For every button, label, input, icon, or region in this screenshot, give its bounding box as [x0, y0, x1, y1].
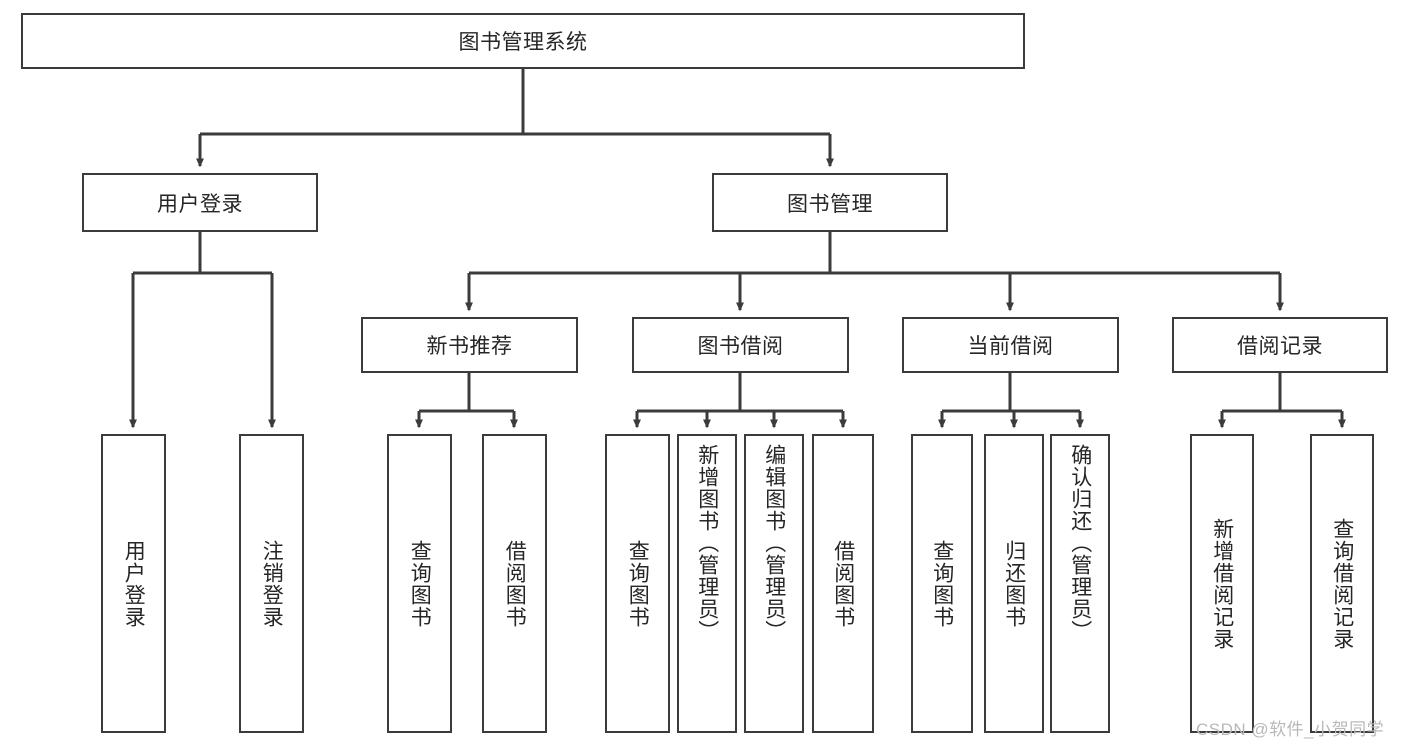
- node-user-login[interactable]: 用户登录: [82, 173, 318, 232]
- leaf-return-book[interactable]: 归还图书: [984, 434, 1044, 733]
- leaf-user-login-label: 用户登录: [122, 539, 146, 628]
- leaf-add-book-admin-label: 新增图书（管理员）: [695, 444, 719, 642]
- leaf-user-login[interactable]: 用户登录: [101, 434, 166, 733]
- node-book-borrow[interactable]: 图书借阅: [632, 317, 849, 373]
- leaf-query-book-current-label: 查询图书: [930, 539, 954, 628]
- leaf-borrow-book-recommend-label: 借阅图书: [503, 539, 527, 628]
- leaf-borrow-book-borrow-label: 借阅图书: [831, 539, 855, 628]
- leaf-query-book-borrow-label: 查询图书: [626, 539, 650, 628]
- leaf-add-borrow-record[interactable]: 新增借阅记录: [1190, 434, 1254, 733]
- node-new-book-recommend[interactable]: 新书推荐: [361, 317, 578, 373]
- leaf-query-book-recommend[interactable]: 查询图书: [387, 434, 452, 733]
- leaf-query-borrow-record[interactable]: 查询借阅记录: [1310, 434, 1374, 733]
- leaf-query-book-current[interactable]: 查询图书: [911, 434, 973, 733]
- leaf-add-borrow-record-label: 新增借阅记录: [1210, 517, 1234, 650]
- node-book-manage-label: 图书管理: [787, 192, 873, 216]
- node-user-login-label: 用户登录: [157, 192, 243, 216]
- node-borrow-record[interactable]: 借阅记录: [1172, 317, 1388, 373]
- leaf-logout[interactable]: 注销登录: [239, 434, 304, 733]
- node-current-borrow[interactable]: 当前借阅: [902, 317, 1119, 373]
- node-book-manage[interactable]: 图书管理: [712, 173, 948, 232]
- node-root[interactable]: 图书管理系统: [21, 13, 1025, 69]
- leaf-query-borrow-record-label: 查询借阅记录: [1330, 517, 1354, 650]
- leaf-return-book-label: 归还图书: [1002, 539, 1026, 628]
- leaf-query-book-recommend-label: 查询图书: [408, 539, 432, 628]
- leaf-query-book-borrow[interactable]: 查询图书: [605, 434, 670, 733]
- leaf-confirm-return-admin[interactable]: 确认归还（管理员）: [1050, 434, 1110, 733]
- node-book-borrow-label: 图书借阅: [697, 335, 784, 358]
- leaf-confirm-return-admin-label: 确认归还（管理员）: [1068, 444, 1092, 642]
- csdn-watermark: CSDN @软件_小贺同学: [1196, 720, 1385, 739]
- leaf-add-book-admin[interactable]: 新增图书（管理员）: [677, 434, 737, 733]
- node-new-book-recommend-label: 新书推荐: [426, 335, 513, 358]
- node-borrow-record-label: 借阅记录: [1237, 335, 1323, 358]
- node-root-label: 图书管理系统: [458, 31, 588, 54]
- node-current-borrow-label: 当前借阅: [967, 335, 1054, 358]
- leaf-borrow-book-recommend[interactable]: 借阅图书: [482, 434, 547, 733]
- leaf-edit-book-admin[interactable]: 编辑图书（管理员）: [744, 434, 804, 733]
- leaf-logout-label: 注销登录: [260, 539, 284, 628]
- leaf-borrow-book-borrow[interactable]: 借阅图书: [812, 434, 874, 733]
- leaf-edit-book-admin-label: 编辑图书（管理员）: [762, 444, 786, 642]
